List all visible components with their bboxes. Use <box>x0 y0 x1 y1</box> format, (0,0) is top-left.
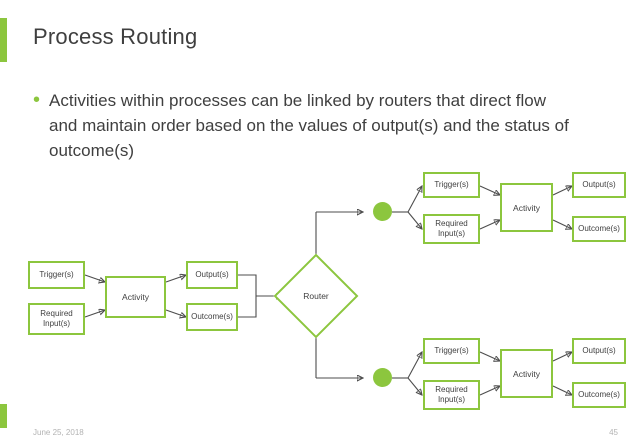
node-top-output[interactable]: Output(s) <box>572 172 626 198</box>
node-main-outcome[interactable]: Outcome(s) <box>186 303 238 331</box>
node-bottom-output[interactable]: Output(s) <box>572 338 626 364</box>
accent-bar-bottom <box>0 404 7 428</box>
node-router-label: Router <box>303 291 329 301</box>
node-main-output[interactable]: Output(s) <box>186 261 238 289</box>
node-top-required-input[interactable]: Required Input(s) <box>423 214 480 244</box>
process-routing-diagram: Trigger(s) Required Input(s) Activity Ou… <box>0 150 638 415</box>
bullet-text: Activities within processes can be linke… <box>49 91 569 160</box>
node-main-trigger[interactable]: Trigger(s) <box>28 261 85 289</box>
page-title: Process Routing <box>33 24 198 49</box>
branch-node-bottom[interactable] <box>373 368 392 387</box>
footer-page-number: 45 <box>609 428 618 437</box>
footer-date: June 25, 2018 <box>33 428 84 437</box>
node-bottom-required-input[interactable]: Required Input(s) <box>423 380 480 410</box>
node-main-required-input[interactable]: Required Input(s) <box>28 303 85 335</box>
branch-node-top[interactable] <box>373 202 392 221</box>
node-top-trigger[interactable]: Trigger(s) <box>423 172 480 198</box>
node-bottom-trigger[interactable]: Trigger(s) <box>423 338 480 364</box>
node-bottom-activity[interactable]: Activity <box>500 349 553 398</box>
bullet-marker: • <box>33 89 41 111</box>
node-main-activity[interactable]: Activity <box>105 276 166 318</box>
node-top-activity[interactable]: Activity <box>500 183 553 232</box>
node-bottom-outcome[interactable]: Outcome(s) <box>572 382 626 408</box>
accent-bar-top <box>0 18 7 62</box>
bullet-item: • Activities within processes can be lin… <box>33 88 593 163</box>
node-top-outcome[interactable]: Outcome(s) <box>572 216 626 242</box>
